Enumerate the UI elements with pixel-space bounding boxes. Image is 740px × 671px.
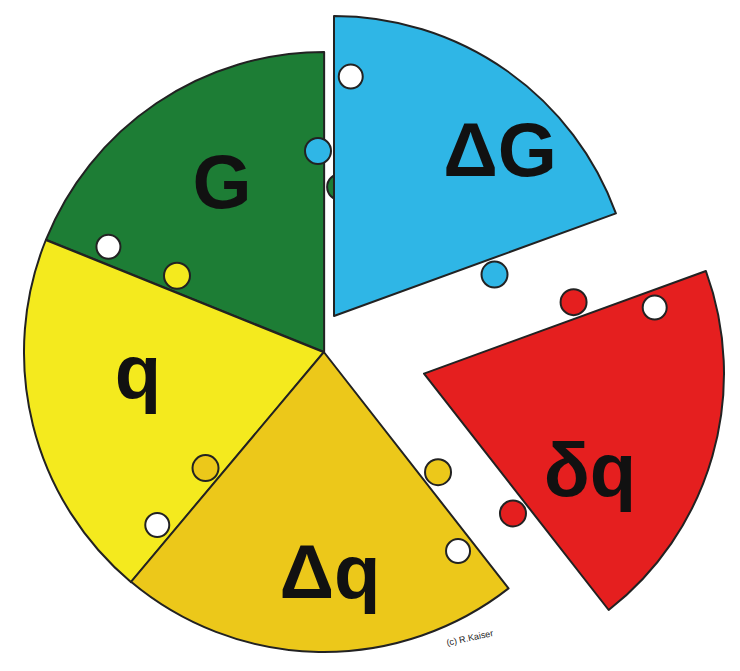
piece-sector <box>334 16 616 316</box>
puzzle-hole <box>96 235 120 259</box>
piece-label: ΔG <box>443 112 557 188</box>
puzzle-piece: ΔG <box>314 0 636 336</box>
piece-sector <box>131 352 509 652</box>
copyright-note: (c) R.Kaiser <box>446 628 495 648</box>
puzzle-knob <box>305 138 331 164</box>
puzzle-knob <box>164 262 190 288</box>
puzzle-knob <box>425 459 451 485</box>
puzzle-hole <box>446 539 470 563</box>
piece-label: G <box>192 144 251 220</box>
puzzle-hole <box>643 296 667 320</box>
puzzle-hole <box>339 65 363 89</box>
puzzle-hole <box>145 513 169 537</box>
puzzle-knob <box>482 262 508 288</box>
piece-label: Δq <box>279 534 380 610</box>
piece-outline <box>111 332 529 671</box>
piece-label: δq <box>544 432 637 508</box>
puzzle-knob <box>500 501 526 527</box>
puzzle-knob <box>561 290 587 316</box>
piece-label: q <box>115 334 161 410</box>
puzzle-knob <box>193 455 219 481</box>
puzzle-piece: Δq <box>111 332 529 671</box>
